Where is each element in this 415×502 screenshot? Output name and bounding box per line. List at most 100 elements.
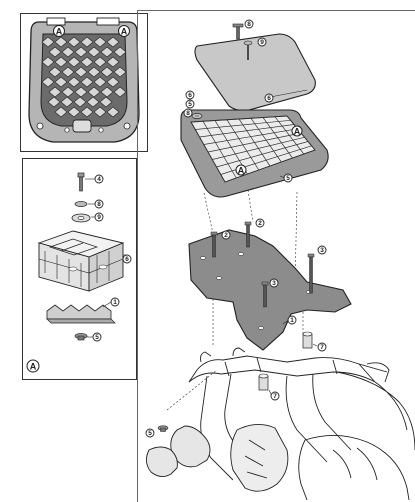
callout-4: 4	[94, 174, 104, 184]
lattice-diamond	[73, 96, 87, 108]
svg-text:7: 7	[273, 393, 277, 400]
lattice-line	[250, 118, 282, 163]
bushing-part	[258, 373, 269, 391]
callout-6: 6	[264, 93, 274, 103]
marker-a: A	[53, 25, 65, 37]
marker-a: A	[235, 164, 247, 176]
lattice-diamond	[48, 66, 62, 78]
svg-text:9: 9	[260, 39, 264, 46]
nut-part	[74, 333, 88, 341]
lattice-block-part	[37, 230, 125, 292]
lattice-diamond	[41, 76, 55, 88]
svg-text:5: 5	[188, 101, 192, 108]
lattice-diamond	[87, 86, 101, 98]
svg-text:3: 3	[320, 247, 324, 254]
svg-text:3: 3	[272, 280, 276, 287]
lattice-diamond	[48, 46, 62, 58]
plate-screw	[307, 253, 315, 294]
lattice-diamond	[54, 36, 68, 48]
svg-text:4: 4	[97, 176, 101, 183]
detail-exploded-drawing: 4 8 9	[26, 172, 132, 373]
case-screw-hole	[98, 127, 104, 133]
plate-screw	[261, 281, 269, 308]
lattice-diamond	[61, 86, 75, 98]
case-top-tab-left	[46, 17, 66, 26]
svg-text:A: A	[238, 166, 245, 176]
callout-5: 5	[185, 99, 195, 109]
plate-strip-part	[46, 304, 116, 324]
lattice-diamond	[100, 46, 114, 58]
svg-text:8: 8	[186, 110, 190, 117]
svg-text:1: 1	[290, 317, 294, 324]
lattice-line	[262, 117, 293, 159]
lattice-diamond	[61, 66, 75, 78]
callout-2: 2	[255, 218, 265, 228]
svg-text:5: 5	[286, 175, 290, 182]
lattice-diamond	[67, 106, 81, 118]
lattice-diamond	[54, 106, 68, 118]
motorcycle-rear-frame	[146, 347, 415, 500]
main-frame	[137, 10, 415, 502]
lattice-diamond	[74, 46, 88, 58]
callout-8: 8	[244, 19, 254, 29]
case-lock-slot	[72, 119, 92, 133]
callout-6: 6	[122, 254, 132, 264]
svg-text:8: 8	[97, 201, 101, 208]
lattice-diamond	[41, 56, 55, 68]
lattice-diamond	[67, 56, 81, 68]
lattice-diamond	[100, 86, 114, 98]
washer-part	[74, 201, 88, 207]
callout-1: 1	[287, 315, 297, 325]
lattice-diamond	[106, 76, 120, 88]
bushing-part	[302, 331, 313, 349]
lattice-diamond	[67, 76, 81, 88]
lattice-diamond	[93, 56, 107, 68]
lattice-diamond	[99, 96, 113, 108]
lattice-diamond	[113, 66, 127, 78]
case-screw-hole	[64, 127, 70, 133]
plate-screw	[244, 221, 252, 248]
svg-text:2: 2	[224, 232, 228, 239]
svg-text:2: 2	[258, 220, 262, 227]
lattice-diamond	[100, 66, 114, 78]
callout-9: 9	[257, 37, 267, 47]
inset-top-case-base: A A	[20, 13, 148, 152]
inset-detail-a: 4 8 9	[22, 158, 137, 380]
svg-text:A: A	[121, 27, 128, 37]
lattice-line	[212, 136, 305, 160]
base-spacer	[191, 113, 203, 119]
lattice-diamond	[54, 76, 68, 88]
lattice-line	[207, 132, 302, 153]
callout-5: 5	[283, 173, 293, 183]
lattice-diamond	[93, 76, 107, 88]
lattice-diamond	[106, 106, 120, 118]
lattice-diamond	[106, 36, 120, 48]
callout-1: 1	[110, 297, 120, 307]
callout-3: 3	[317, 245, 327, 255]
lattice-diamond	[74, 86, 88, 98]
callout-3: 3	[269, 278, 279, 288]
case-screw-hole	[123, 122, 131, 130]
svg-text:6: 6	[267, 95, 271, 102]
lattice-diamond	[87, 46, 101, 58]
lattice-diamond	[80, 36, 94, 48]
callout-6: 6	[185, 90, 195, 100]
svg-text:7: 7	[320, 344, 324, 351]
lattice-diamond	[93, 36, 107, 48]
mounting-plate	[188, 229, 352, 351]
callout-5: 5	[145, 428, 155, 438]
screw-part	[77, 172, 85, 192]
lattice-diamond	[113, 46, 127, 58]
callout-8: 8	[183, 108, 193, 118]
marker-a: A	[26, 359, 40, 373]
case-screw-hole	[36, 122, 44, 130]
svg-text:5: 5	[148, 430, 152, 437]
callout-8: 8	[94, 199, 104, 209]
svg-text:6: 6	[188, 92, 192, 99]
top-case-base-drawing: A A	[28, 17, 140, 143]
lattice-diamond	[86, 96, 100, 108]
lattice-diamond	[106, 56, 120, 68]
svg-text:6: 6	[125, 256, 129, 263]
spacer-part	[71, 213, 91, 223]
lattice-diamond	[113, 86, 127, 98]
